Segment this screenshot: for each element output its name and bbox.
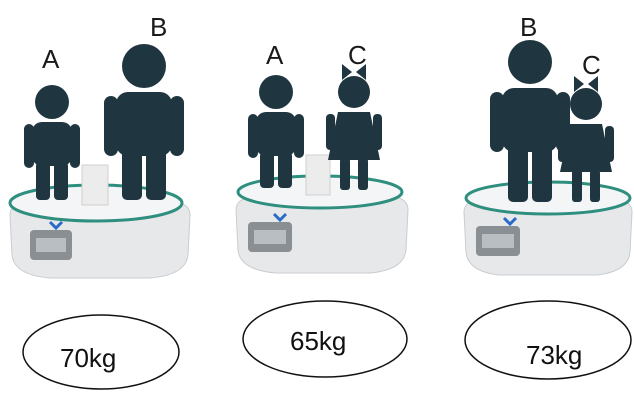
person-c-icon — [326, 64, 382, 190]
person-a-icon — [248, 75, 304, 188]
scale-with-figures — [0, 0, 200, 300]
scale-with-figures — [230, 0, 430, 300]
scale-panel-1: A B 70kg — [0, 0, 200, 397]
weight-value: 65kg — [290, 328, 346, 354]
scale-panel-2: A C 65kg — [230, 0, 430, 397]
person-b-icon — [490, 40, 570, 202]
weight-value: 73kg — [526, 342, 582, 368]
scale-with-figures — [456, 0, 634, 300]
person-b-icon — [104, 44, 184, 200]
scale-panel-3: B C 73kg — [456, 0, 634, 397]
person-a-icon — [24, 85, 80, 200]
weight-value: 70kg — [60, 345, 116, 371]
